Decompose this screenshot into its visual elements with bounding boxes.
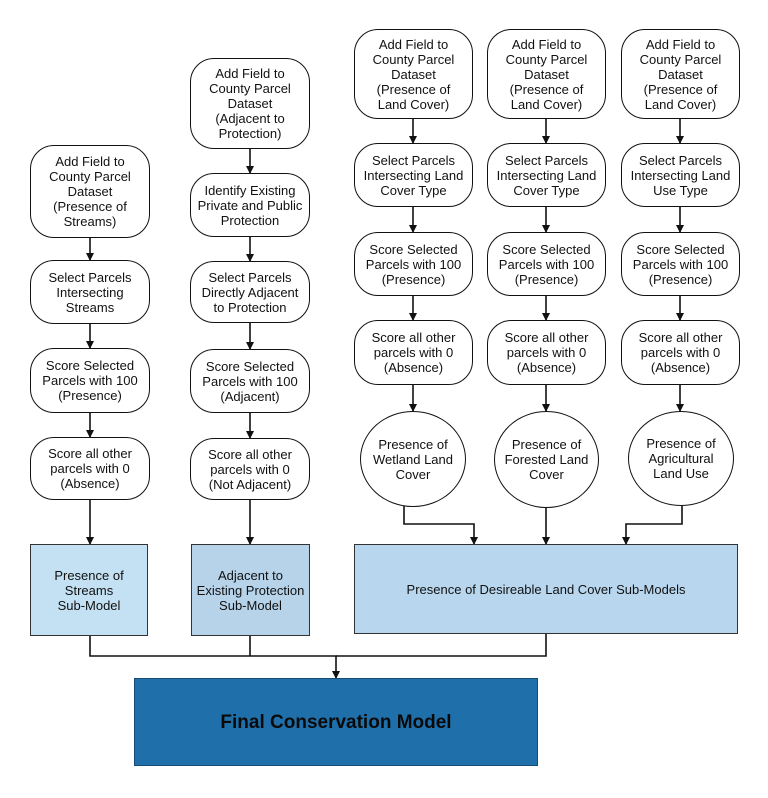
adjacent-submodel-box: Adjacent to Existing Protection Sub-Mode…: [191, 544, 310, 636]
score-selected-streams-node: Score Selected Parcels with 100 (Presenc…: [30, 348, 150, 413]
select-adjacent-node: Select Parcels Directly Adjacent to Prot…: [190, 261, 310, 323]
select-streams-node: Select Parcels Intersecting Streams: [30, 260, 150, 324]
add-field-agricultural-node: Add Field to County Parcel Dataset (Pres…: [621, 29, 740, 119]
final-conservation-model-box: Final Conservation Model: [134, 678, 538, 766]
score-other-wetland-node: Score all other parcels with 0 (Absence): [354, 320, 473, 385]
score-other-agricultural-node: Score all other parcels with 0 (Absence): [621, 320, 740, 385]
score-selected-adjacent-node: Score Selected Parcels with 100 (Adjacen…: [190, 349, 310, 413]
forested-output-node: Presence of Forested Land Cover: [494, 411, 599, 508]
score-selected-forested-node: Score Selected Parcels with 100 (Presenc…: [487, 232, 606, 296]
arrow: [622, 506, 683, 545]
score-selected-wetland-node: Score Selected Parcels with 100 (Presenc…: [354, 232, 473, 296]
arrow: [89, 636, 340, 679]
select-agricultural-node: Select Parcels Intersecting Land Use Typ…: [621, 143, 740, 207]
select-forested-node: Select Parcels Intersecting Land Cover T…: [487, 143, 606, 207]
add-field-wetland-node: Add Field to County Parcel Dataset (Pres…: [354, 29, 473, 119]
connector: [336, 634, 547, 657]
land-cover-submodels-box: Presence of Desireable Land Cover Sub-Mo…: [354, 544, 738, 634]
score-other-streams-node: Score all other parcels with 0 (Absence): [30, 437, 150, 500]
add-field-adjacent-node: Add Field to County Parcel Dataset (Adja…: [190, 58, 310, 149]
agricultural-output-node: Presence of Agricultural Land Use: [628, 411, 734, 506]
score-other-adjacent-node: Score all other parcels with 0 (Not Adja…: [190, 438, 310, 500]
wetland-output-node: Presence of Wetland Land Cover: [360, 411, 466, 507]
identify-protection-node: Identify Existing Private and Public Pro…: [190, 173, 310, 237]
arrow: [403, 504, 478, 545]
score-other-forested-node: Score all other parcels with 0 (Absence): [487, 320, 606, 385]
add-field-streams-node: Add Field to County Parcel Dataset (Pres…: [30, 145, 150, 238]
streams-submodel-box: Presence of Streams Sub-Model: [30, 544, 148, 636]
score-selected-agricultural-node: Score Selected Parcels with 100 (Presenc…: [621, 232, 740, 296]
select-wetland-node: Select Parcels Intersecting Land Cover T…: [354, 143, 473, 207]
add-field-forested-node: Add Field to County Parcel Dataset (Pres…: [487, 29, 606, 119]
